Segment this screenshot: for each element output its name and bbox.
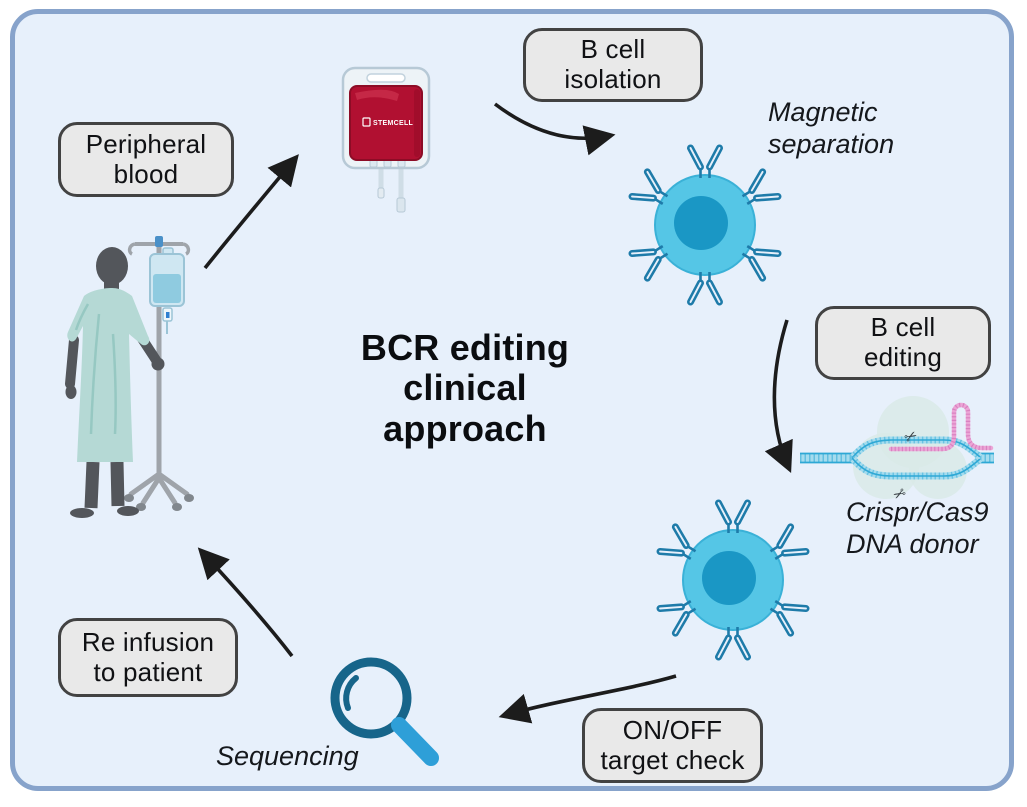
stemcell-logo-icon: STEMCELL <box>362 117 414 127</box>
arrow-check-to-sequencing-icon <box>498 674 677 724</box>
page-title: BCR editing clinical approach <box>360 327 570 449</box>
guide-rna <box>888 402 994 452</box>
hospital-gown <box>67 288 150 462</box>
step-label-text: B cell isolation <box>564 34 662 94</box>
arrow-bcell-to-editing-icon <box>764 319 793 473</box>
arrow-reinfusion-to-patient-icon <box>197 547 294 658</box>
step-label-text: Re infusion to patient <box>81 626 215 687</box>
magnifying-glass-icon <box>330 657 439 766</box>
arrow-isolation-to-bcell-icon <box>493 102 616 156</box>
annotation-crispr-dna-donor: Crispr/Cas9 DNA donor <box>846 497 989 560</box>
annotation-sequencing: Sequencing <box>216 741 359 771</box>
step-label-text: ON/OFF target check <box>600 714 745 775</box>
step-label-on-off-target-check: ON/OFF target check <box>582 708 763 783</box>
crispr-cas9-icon: ✂ ✂ <box>800 396 994 504</box>
arrow-patient-to-blood-bag-icon <box>203 154 299 270</box>
step-label-b-cell-isolation: B cell isolation <box>523 28 703 102</box>
annotation-magnetic-separation: Magnetic separation <box>768 97 895 160</box>
blood-bag-icon: STEMCELL <box>341 66 431 213</box>
step-label-re-infusion: Re infusion to patient <box>58 618 238 697</box>
step-label-b-cell-editing: B cell editing <box>815 306 991 380</box>
patient-silhouette <box>65 247 165 518</box>
patient-icon <box>65 236 194 518</box>
dna-strands <box>800 436 994 480</box>
step-label-text: Peripheral blood <box>85 128 207 189</box>
step-label-peripheral-blood: Peripheral blood <box>58 122 234 197</box>
step-label-text: B cell editing <box>863 312 943 372</box>
blood-bag-brand: STEMCELL <box>373 120 414 127</box>
iv-bag-icon <box>149 247 185 334</box>
